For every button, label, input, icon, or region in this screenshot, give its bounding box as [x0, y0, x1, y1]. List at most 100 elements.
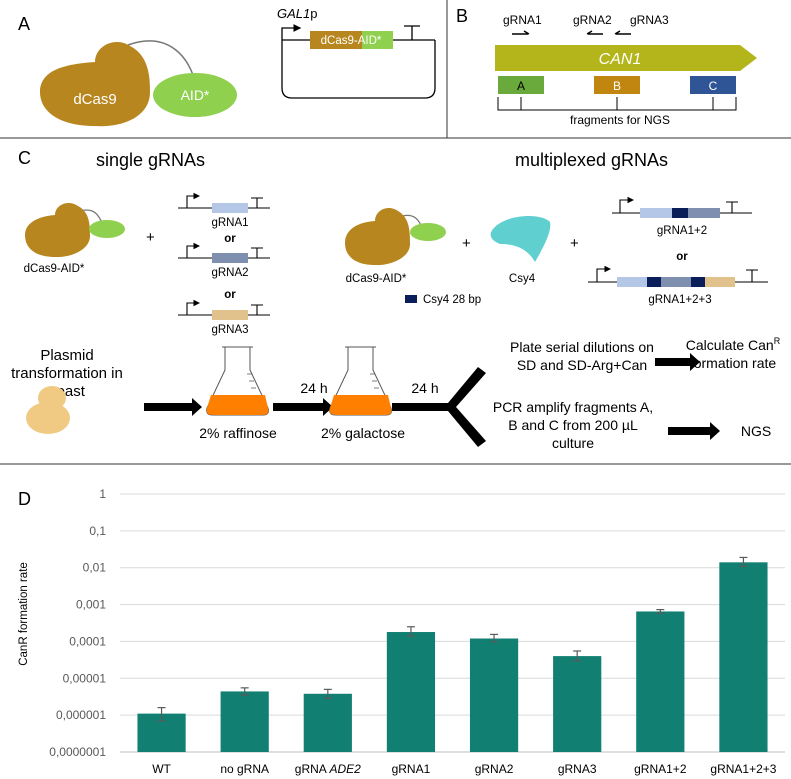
media-galactose: 2% galactose — [321, 425, 405, 441]
plate-line2: SD and SD-Arg+Can — [517, 357, 647, 373]
or-label-3: or — [676, 251, 688, 263]
cassette-grna3: gRNA3 — [178, 303, 270, 336]
chart-y-tick-label: 0,001 — [76, 598, 106, 612]
fragment-c-label: C — [709, 79, 718, 93]
chart-error-bar — [656, 609, 665, 614]
grna1-label: gRNA1 — [503, 13, 542, 27]
single-dcas9-shape — [25, 202, 90, 258]
workflow-split-arrow — [392, 367, 486, 447]
multi-dcas9-shape — [345, 207, 410, 266]
can1-label: CAN1 — [599, 51, 642, 68]
media-raffinose: 2% raffinose — [199, 425, 277, 441]
fragments-bracket — [497, 97, 737, 111]
pcr-line1: PCR amplify fragments A, — [493, 399, 653, 415]
chart-error-bar — [573, 650, 582, 662]
chart-y-tick-label: 0,0001 — [69, 634, 106, 648]
chart-bar — [386, 632, 436, 752]
chart-error-bar — [157, 707, 166, 722]
chart-y-tick-label: 1 — [99, 487, 106, 501]
chart-x-tick-label: gRNA2 — [475, 762, 514, 776]
promoter-arrow — [281, 24, 302, 40]
chart-error-bar — [490, 633, 499, 643]
gal1-promoter-label: GAL1p — [277, 6, 317, 21]
plasmid-insert-aid — [362, 31, 393, 49]
flask-galactose-icon — [329, 346, 392, 416]
flask-raffinose-icon — [206, 346, 269, 416]
chart-bar — [636, 611, 685, 752]
panel-a: A dCas9 AID* GAL1p dCas9-AID* — [18, 6, 436, 127]
calc-line1: Calculate CanR — [686, 336, 781, 353]
workflow-arrow-plate — [655, 353, 700, 371]
cassette-grna2: gRNA2 — [178, 246, 270, 279]
csy4-legend-swatch — [405, 295, 417, 303]
chart-bars — [137, 562, 768, 752]
plasmid-insert-dcas9 — [310, 31, 362, 49]
cassette-grna2-label: gRNA2 — [211, 267, 248, 279]
fragment-a-label: A — [517, 79, 525, 93]
or-label-1: or — [224, 233, 236, 245]
single-aid-shape — [89, 220, 125, 238]
chart-y-ticks: 10,10,010,0010,00010,000010,0000010,0000… — [49, 487, 106, 759]
aid-label: AID* — [181, 87, 210, 103]
chart-bar — [220, 691, 269, 752]
panel-b-label: B — [456, 6, 468, 26]
panel-a-label: A — [18, 14, 30, 34]
or-label-2: or — [224, 289, 236, 301]
panel-c: C single gRNAs multiplexed gRNAs dCas9-A… — [11, 148, 781, 451]
multi-fusion-label: dCas9-AID* — [346, 273, 407, 285]
cassette-grna1-label: gRNA1 — [211, 217, 248, 229]
terminator — [404, 25, 420, 40]
single-fusion-label: dCas9-AID* — [24, 263, 85, 275]
workflow-step1-line1: Plasmid — [40, 347, 93, 364]
panel-d-label: D — [18, 489, 31, 509]
multi-plus-2: + — [570, 235, 579, 252]
multi-aid-shape — [410, 223, 446, 241]
fragment-a — [498, 76, 544, 94]
chart-bar — [719, 562, 768, 752]
time-label-2: 24 h — [411, 380, 438, 396]
cassette-grna12-label: gRNA1+2 — [657, 225, 707, 237]
chart-y-tick-label: 0,1 — [89, 524, 106, 538]
grna3-label: gRNA3 — [630, 13, 669, 27]
chart-x-tick-label: gRNA ADE2 — [295, 762, 361, 776]
chart-bar — [469, 638, 519, 752]
workflow-step1-line2: transformation in — [11, 365, 123, 382]
dcas9-label: dCas9 — [73, 91, 116, 108]
chart-y-tick-label: 0,01 — [83, 561, 107, 575]
fragment-b-label: B — [613, 79, 621, 93]
multiplexed-grnas-title: multiplexed gRNAs — [515, 150, 668, 170]
chart-y-tick-label: 0,0000001 — [49, 745, 106, 759]
grna1-arrow — [512, 30, 530, 35]
workflow-arrow-pcr — [668, 422, 720, 440]
chart-error-bar — [323, 688, 332, 699]
chart-x-tick-label: WT — [152, 762, 171, 776]
pcr-line2: B and C from 200 µL — [508, 417, 638, 433]
chart-error-bar — [739, 556, 748, 567]
csy4-legend-label: Csy4 28 bp — [423, 294, 481, 306]
single-plus: + — [146, 229, 155, 246]
dcas9-protein-shape — [40, 41, 150, 127]
plasmid-backbone — [281, 40, 436, 99]
chart-error-bar — [240, 687, 249, 696]
plasmid-insert-label: dCas9-AID* — [321, 35, 382, 47]
can1-gene-arrow — [495, 45, 757, 71]
chart-ylabel: CanR formation rate — [18, 562, 30, 666]
chart-x-tick-label: gRNA3 — [558, 762, 597, 776]
cassette-grna123: gRNA1+2+3 — [588, 269, 768, 306]
chart-bar — [303, 693, 352, 752]
chart-x-tick-label: gRNA1+2 — [634, 762, 687, 776]
cassette-grna1: gRNA1 — [178, 196, 270, 229]
chart-x-tick-label: gRNA1 — [392, 762, 431, 776]
csy4-shape — [490, 216, 551, 262]
chart-y-tick-label: 0,00001 — [63, 671, 107, 685]
panel-d: D CanR formation rate 1 0,1 0,01 0,001 0,000… — [18, 487, 785, 776]
workflow-arrow-2 — [273, 398, 333, 416]
fragment-c — [690, 76, 736, 94]
grna2-arrow — [586, 30, 603, 35]
ngs-label: NGS — [741, 423, 771, 439]
chart-grid — [120, 493, 785, 753]
aid-protein-shape — [153, 73, 237, 117]
yeast-icon — [26, 386, 70, 434]
